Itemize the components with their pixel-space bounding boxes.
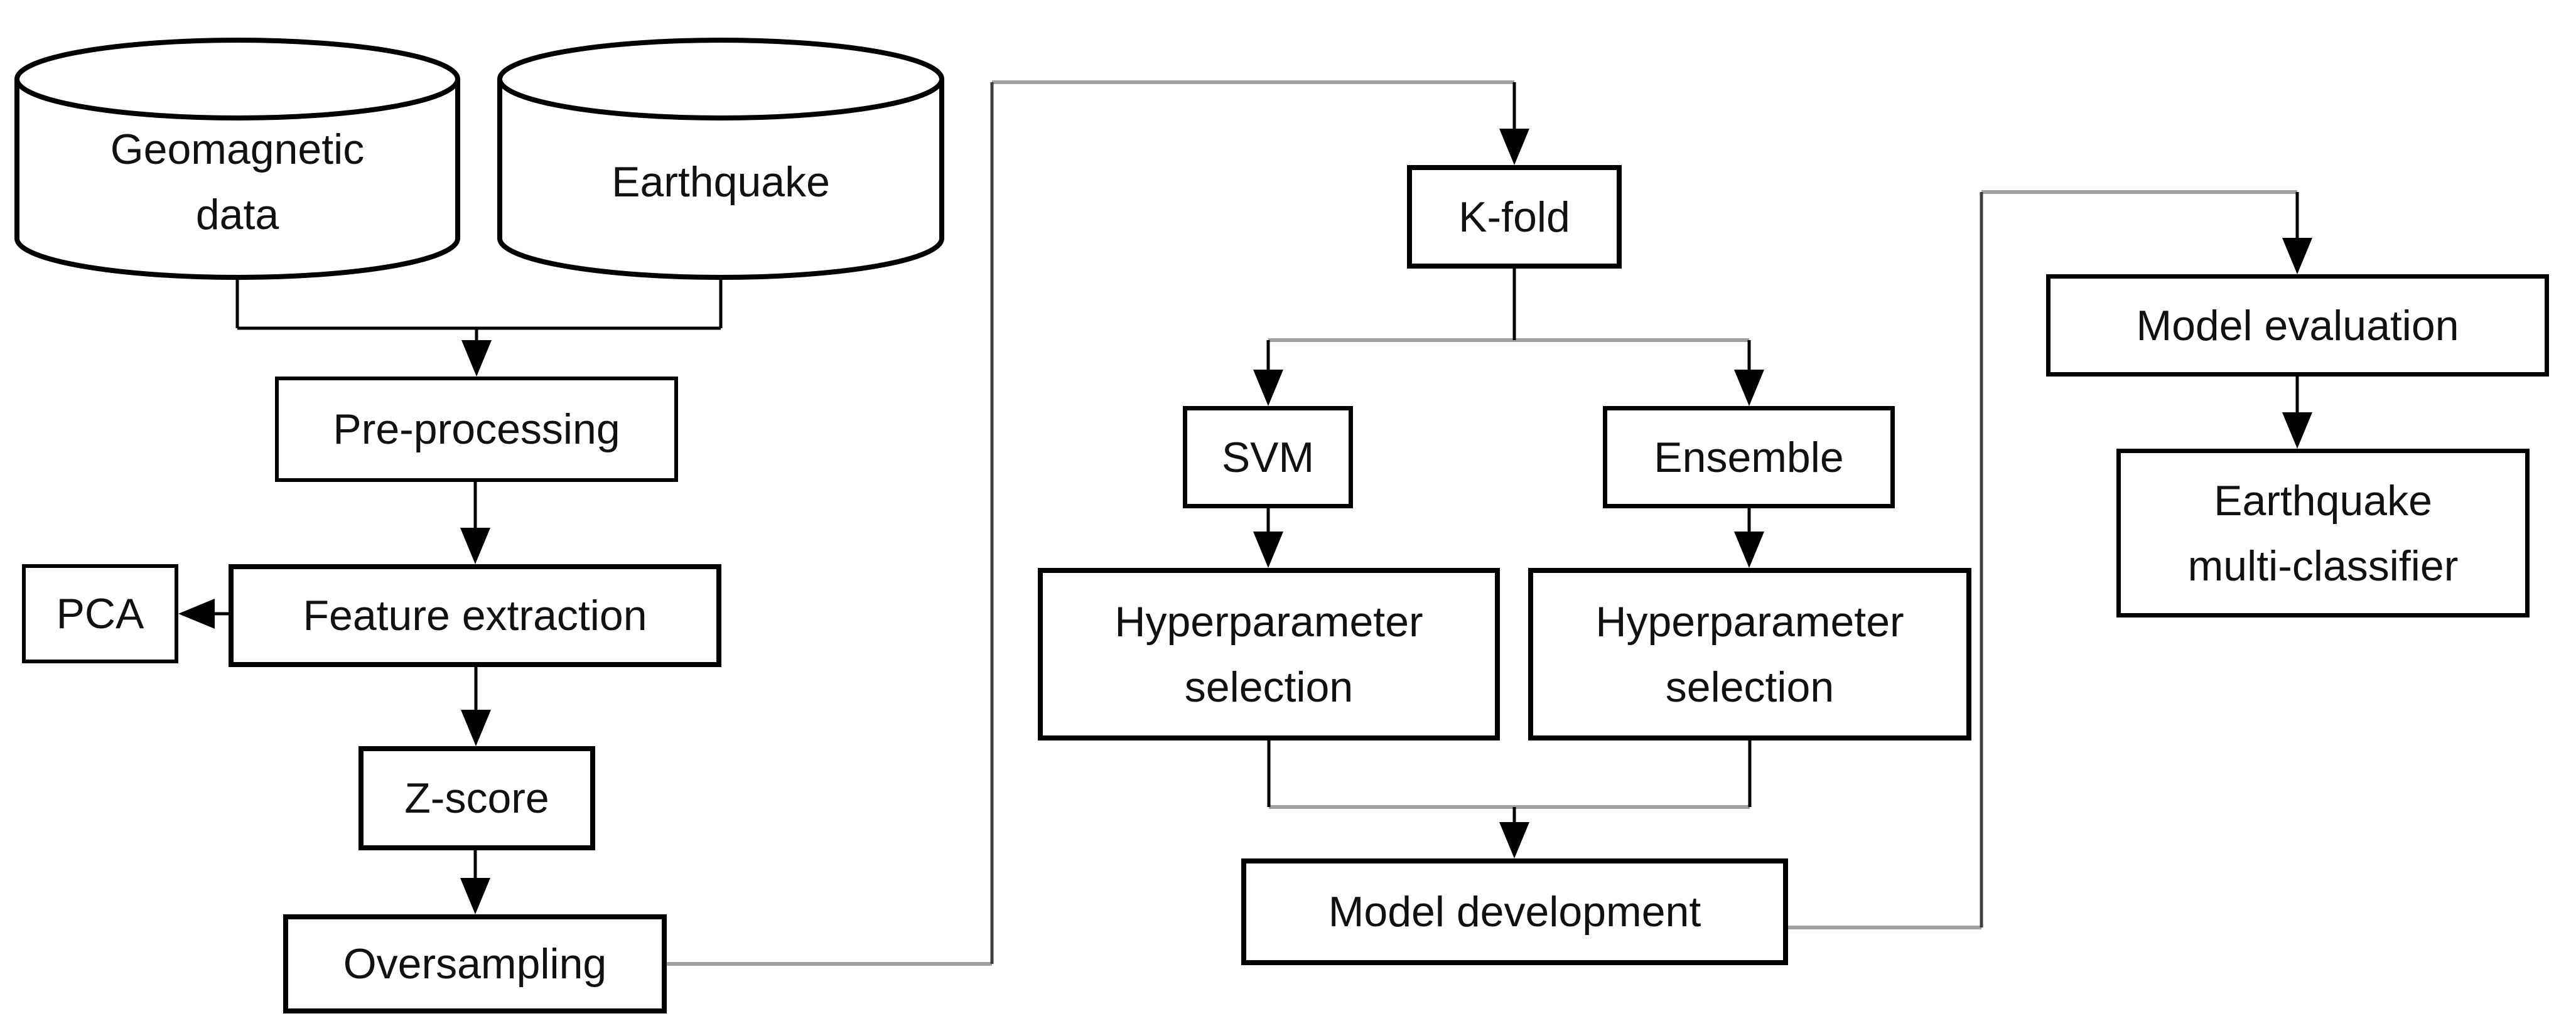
arrowhead-into-kfold	[1499, 129, 1529, 165]
arrowhead-into-preprocessing	[461, 340, 492, 377]
arrowheads	[178, 129, 2312, 914]
cylinder-earthquake-top	[497, 38, 944, 120]
geomagnetic-label-line2: data	[195, 191, 279, 238]
node-ensemble: Ensemble	[1603, 406, 1895, 508]
cylinder-geomagnetic-label: Geomagnetic data	[17, 110, 458, 254]
node-feature-extraction: Feature extraction	[229, 564, 721, 667]
node-model-development: Model development	[1241, 858, 1788, 965]
cylinder-earthquake-shape	[497, 38, 944, 280]
cylinder-earthquake-label: Earthquake	[500, 110, 942, 254]
cylinder-geomagnetic-top	[14, 38, 460, 120]
node-preprocessing: Pre-processing	[275, 377, 678, 482]
node-pca: PCA	[22, 564, 178, 663]
routing-lines-gray	[667, 80, 2297, 966]
arrowhead-into-svm	[1253, 370, 1283, 406]
arrowhead-into-emc	[2282, 412, 2312, 449]
hyperparameter-svm-line2: selection	[1184, 663, 1354, 711]
node-hyperparameter-ensemble: Hyperparameter selection	[1528, 568, 1971, 740]
cylinder-geomagnetic-shape	[14, 38, 460, 280]
emc-line1: Earthquake	[2214, 476, 2432, 525]
node-zscore: Z-score	[358, 746, 595, 850]
arrowhead-into-ensemble	[1734, 370, 1764, 406]
routing-risers	[990, 82, 1983, 964]
ensemble-label: Ensemble	[1654, 433, 1844, 481]
preprocessing-label: Pre-processing	[333, 405, 620, 453]
node-earthquake-multi-classifier: Earthquake multi-classifier	[2116, 449, 2530, 617]
model-development-label: Model development	[1328, 888, 1701, 936]
arrowhead-into-mdev	[1499, 822, 1529, 858]
arrowhead-into-oversampling	[460, 878, 490, 914]
arrowhead-into-hyp2	[1734, 532, 1764, 568]
model-evaluation-label: Model evaluation	[2136, 301, 2459, 350]
node-model-evaluation: Model evaluation	[2046, 274, 2549, 377]
zscore-label: Z-score	[404, 774, 549, 822]
emc-line2: multi-classifier	[2187, 542, 2459, 590]
node-kfold: K-fold	[1407, 165, 1622, 269]
oversampling-label: Oversampling	[343, 940, 607, 988]
arrowhead-into-hyp1	[1253, 532, 1283, 568]
kfold-label: K-fold	[1458, 193, 1570, 241]
hyperparameter-svm-line1: Hyperparameter	[1114, 597, 1423, 646]
arrowhead-into-pca	[178, 599, 215, 629]
geomagnetic-label-line1: Geomagnetic	[110, 126, 365, 173]
node-hyperparameter-svm: Hyperparameter selection	[1038, 568, 1500, 740]
node-oversampling: Oversampling	[283, 914, 667, 1013]
svm-label: SVM	[1221, 433, 1315, 481]
arrowhead-into-meval	[2282, 238, 2312, 274]
hyperparameter-ensemble-line2: selection	[1665, 663, 1835, 711]
arrowhead-into-feature	[460, 528, 490, 564]
hyperparameter-ensemble-line1: Hyperparameter	[1595, 597, 1904, 646]
arrowhead-into-zscore	[461, 710, 491, 746]
feature-extraction-label: Feature extraction	[303, 592, 647, 639]
pca-label: PCA	[56, 590, 144, 638]
earthquake-db-label: Earthquake	[612, 158, 830, 206]
node-svm: SVM	[1183, 406, 1353, 508]
tree-lines-black	[215, 82, 2299, 878]
